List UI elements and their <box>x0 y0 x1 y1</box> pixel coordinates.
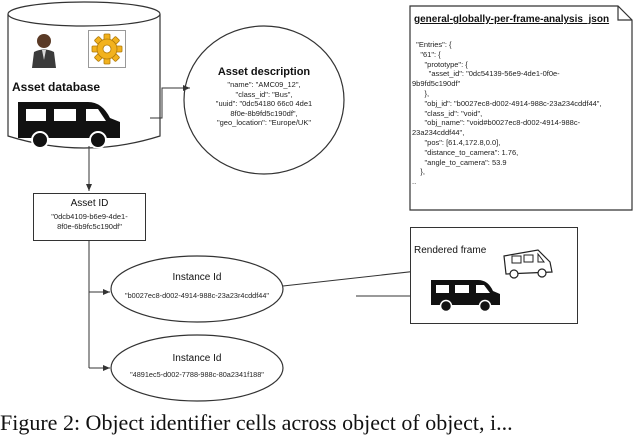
instance-ellipse-1 <box>110 255 284 323</box>
asset-description-line: "uuid": "0dc54180 66c0 4de1 <box>215 99 313 109</box>
instance-ellipse-2 <box>110 334 284 402</box>
json-line: "obj_name": "void#b0027ec8-d002-4914-988… <box>412 118 581 128</box>
asset-description-fields: "name": "AMC09_12", "class_id": "Bus", "… <box>194 80 334 128</box>
asset-id-value: "0dcb4109-b6e9-4de1- 8f0e-6b9fc5c190df" <box>33 212 146 232</box>
json-line: "prototype": { <box>412 59 468 69</box>
json-line: "obj_id": "b0027ec8-d002-4914-988c-23a23… <box>412 98 602 108</box>
asset-database-label: Asset database <box>12 80 101 94</box>
asset-description-title: Asset description <box>217 66 311 78</box>
json-line: "asset_id": "0dc54139-56e9-4de1-0f0e- <box>412 69 560 79</box>
asset-id-line: "0dcb4109-b6e9-4de1- <box>51 212 128 221</box>
instance-1-id: "b0027ec8-d002-4914-988c-23a23r4cddf44" <box>125 291 269 300</box>
asset-description-line: "name": "AMC09_12", <box>227 80 301 89</box>
instance-2-title: Instance Id <box>172 353 222 364</box>
camper-van-sketch-icon <box>503 249 553 279</box>
rendered-frame-title: Rendered frame <box>414 245 487 256</box>
instance-1-title: Instance Id <box>172 272 222 283</box>
json-line: "61": { <box>412 49 441 59</box>
json-line: 9b9fd5c190df" <box>412 79 461 89</box>
json-line: }, <box>412 88 430 98</box>
connector-db-to-description <box>150 85 190 119</box>
asset-description-line: 8f0e-8b9fd5c190df", <box>230 108 298 118</box>
json-line: .. <box>412 177 417 187</box>
camper-van-icon <box>18 102 120 148</box>
camper-van-rendered-icon <box>431 280 500 312</box>
figure-caption: Figure 2: Object identifier cells across… <box>0 410 513 435</box>
asset-description-line: "geo_location": "Europe/UK" <box>216 118 312 128</box>
json-line: "Entries": { <box>412 40 452 49</box>
json-line: "class_id": "void", <box>412 108 483 118</box>
asset-id-box <box>33 193 146 241</box>
instance-2-id: "4891ec5-d002-7788-988c-80a2341f188" <box>130 370 264 379</box>
gear-icon <box>88 30 126 68</box>
asset-id-title: Asset ID <box>70 198 109 209</box>
asset-description-line: "class_id": "Bus", <box>235 89 293 99</box>
json-line: "pos": [61.4,172.8,0.0], <box>412 137 501 147</box>
person-icon <box>32 34 56 68</box>
json-document-shape <box>409 5 633 211</box>
asset-id-line: 8f0e-6b9fc5c190df" <box>57 222 122 231</box>
rendered-frame-box <box>410 227 578 324</box>
asset-description-ellipse <box>183 25 345 175</box>
json-line: }, <box>412 167 425 177</box>
json-line: 23a234cddf44", <box>412 128 465 138</box>
json-file-title: general-globally-per-frame-analysis_json <box>414 14 610 25</box>
json-line: "angle_to_camera": 53.9 <box>412 157 507 167</box>
json-file-body: "Entries": { "61": { "prototype": { "ass… <box>412 40 622 187</box>
json-line: "distance_to_camera": 1.76, <box>412 147 519 157</box>
